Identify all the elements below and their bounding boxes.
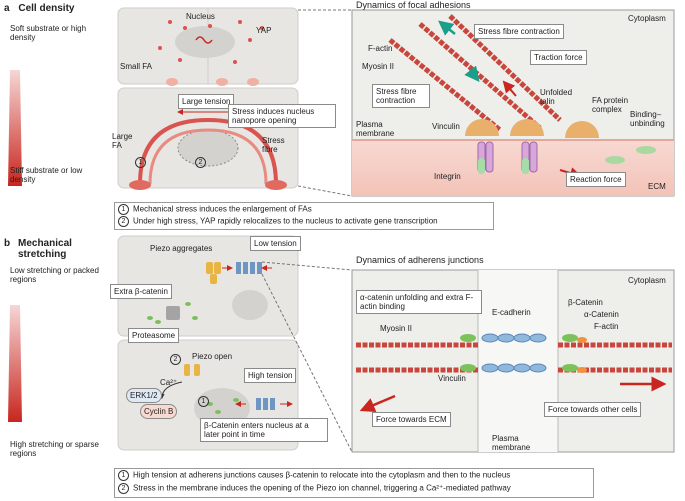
marker-1-b: 1 [198, 396, 213, 407]
marker-1-a: 1 [135, 157, 150, 168]
fa-cytoplasm-label: Cytoplasm [628, 14, 666, 23]
f-actin-b-label: F-actin [594, 322, 619, 331]
panel-a-heading: a Cell density [4, 3, 74, 14]
stress-contraction-left: Stress fibre contraction [372, 84, 430, 108]
force-ecm-label: Force towards ECM [372, 412, 451, 427]
yap-label: YAP [256, 26, 272, 35]
ca-label: Ca²⁺ [160, 378, 178, 387]
unfolded-talin-label: Unfolded talin [540, 88, 573, 106]
piezo-open-label: Piezo open [192, 352, 233, 361]
soft-label: Soft substrate or high density [10, 24, 87, 42]
high-stretch-label: High stretching or sparse regions [10, 440, 99, 458]
stretching-gradient-wedge [8, 305, 22, 422]
panel-b-title: Mechanical stretching [18, 238, 72, 260]
myosin-b-label: Myosin II [380, 324, 413, 333]
panel-b-letter: b [4, 238, 11, 249]
fa-plasma-membrane-label: Plasma membrane [356, 120, 395, 138]
marker-2-b: 2 [170, 354, 185, 365]
proteasome-label: Proteasome [128, 328, 180, 343]
notes-box-b [114, 468, 594, 498]
panel-a-letter: a [4, 3, 10, 14]
aj-inset-title: Dynamics of adherens junctions [356, 255, 484, 265]
ecm-label: ECM [648, 182, 666, 191]
low-tension-label: Low tension [250, 236, 301, 251]
fa-inset-title: Dynamics of focal adhesions [356, 0, 471, 10]
force-cells-label: Force towards other cells [544, 402, 642, 417]
beta-catenin-label: β-Catenin [568, 298, 603, 307]
f-actin-label: F-actin [368, 44, 393, 53]
binding-label: Binding– unbinding [630, 110, 665, 128]
panel-a-title: Cell density [18, 3, 75, 14]
myosin-label: Myosin II [362, 62, 395, 71]
vinculin-a-label: Vinculin [432, 122, 460, 131]
low-stretch-label: Low stretching or packed regions [10, 266, 99, 284]
panel-b-heading: b [4, 238, 16, 249]
fa-complex-label: FA protein complex [592, 96, 629, 114]
large-fa-label: Large FA [112, 132, 133, 150]
vinculin-b-label: Vinculin [438, 374, 466, 383]
aj-cytoplasm-label: Cytoplasm [628, 276, 666, 285]
stress-fibre-label: Stress fibre [262, 136, 285, 154]
alpha-catenin-label: α-Catenin [584, 310, 619, 319]
integrin-label: Integrin [434, 172, 461, 181]
piezo-aggregates-label: Piezo aggregates [150, 244, 213, 253]
stress-contraction-top: Stress fibre contraction [474, 24, 564, 39]
small-fa-label: Small FA [120, 62, 153, 71]
aj-plasma-membrane-label: Plasma membrane [492, 434, 531, 452]
extra-catenin-label: Extra β-catenin [110, 284, 172, 299]
cyclin-label: Cyclin B [140, 404, 178, 419]
e-cadherin-label: E-cadherin [492, 308, 531, 317]
stiff-label: Stiff substrate or low density [10, 166, 83, 184]
large-tension-label: Large tension [178, 94, 235, 109]
marker-2-a: 2 [195, 157, 210, 168]
traction-force-label: Traction force [530, 50, 587, 65]
catenin-enters-label: β-Catenin enters nucleus at a later poin… [200, 418, 328, 442]
stress-fibre-arc [138, 117, 278, 185]
notes-box-a [114, 202, 494, 230]
density-gradient-wedge [8, 70, 22, 186]
nucleus-stiff [177, 129, 239, 167]
reaction-force-label: Reaction force [566, 172, 626, 187]
erk-label: ERK1/2 [126, 388, 162, 403]
nucleus-label: Nucleus [186, 12, 215, 21]
alpha-unfold-label: α-catenin unfolding and extra F-actin bi… [356, 290, 482, 314]
high-tension-label: High tension [244, 368, 297, 383]
stress-nucleus-label: Stress induces nucleus nanopore opening [228, 104, 336, 128]
